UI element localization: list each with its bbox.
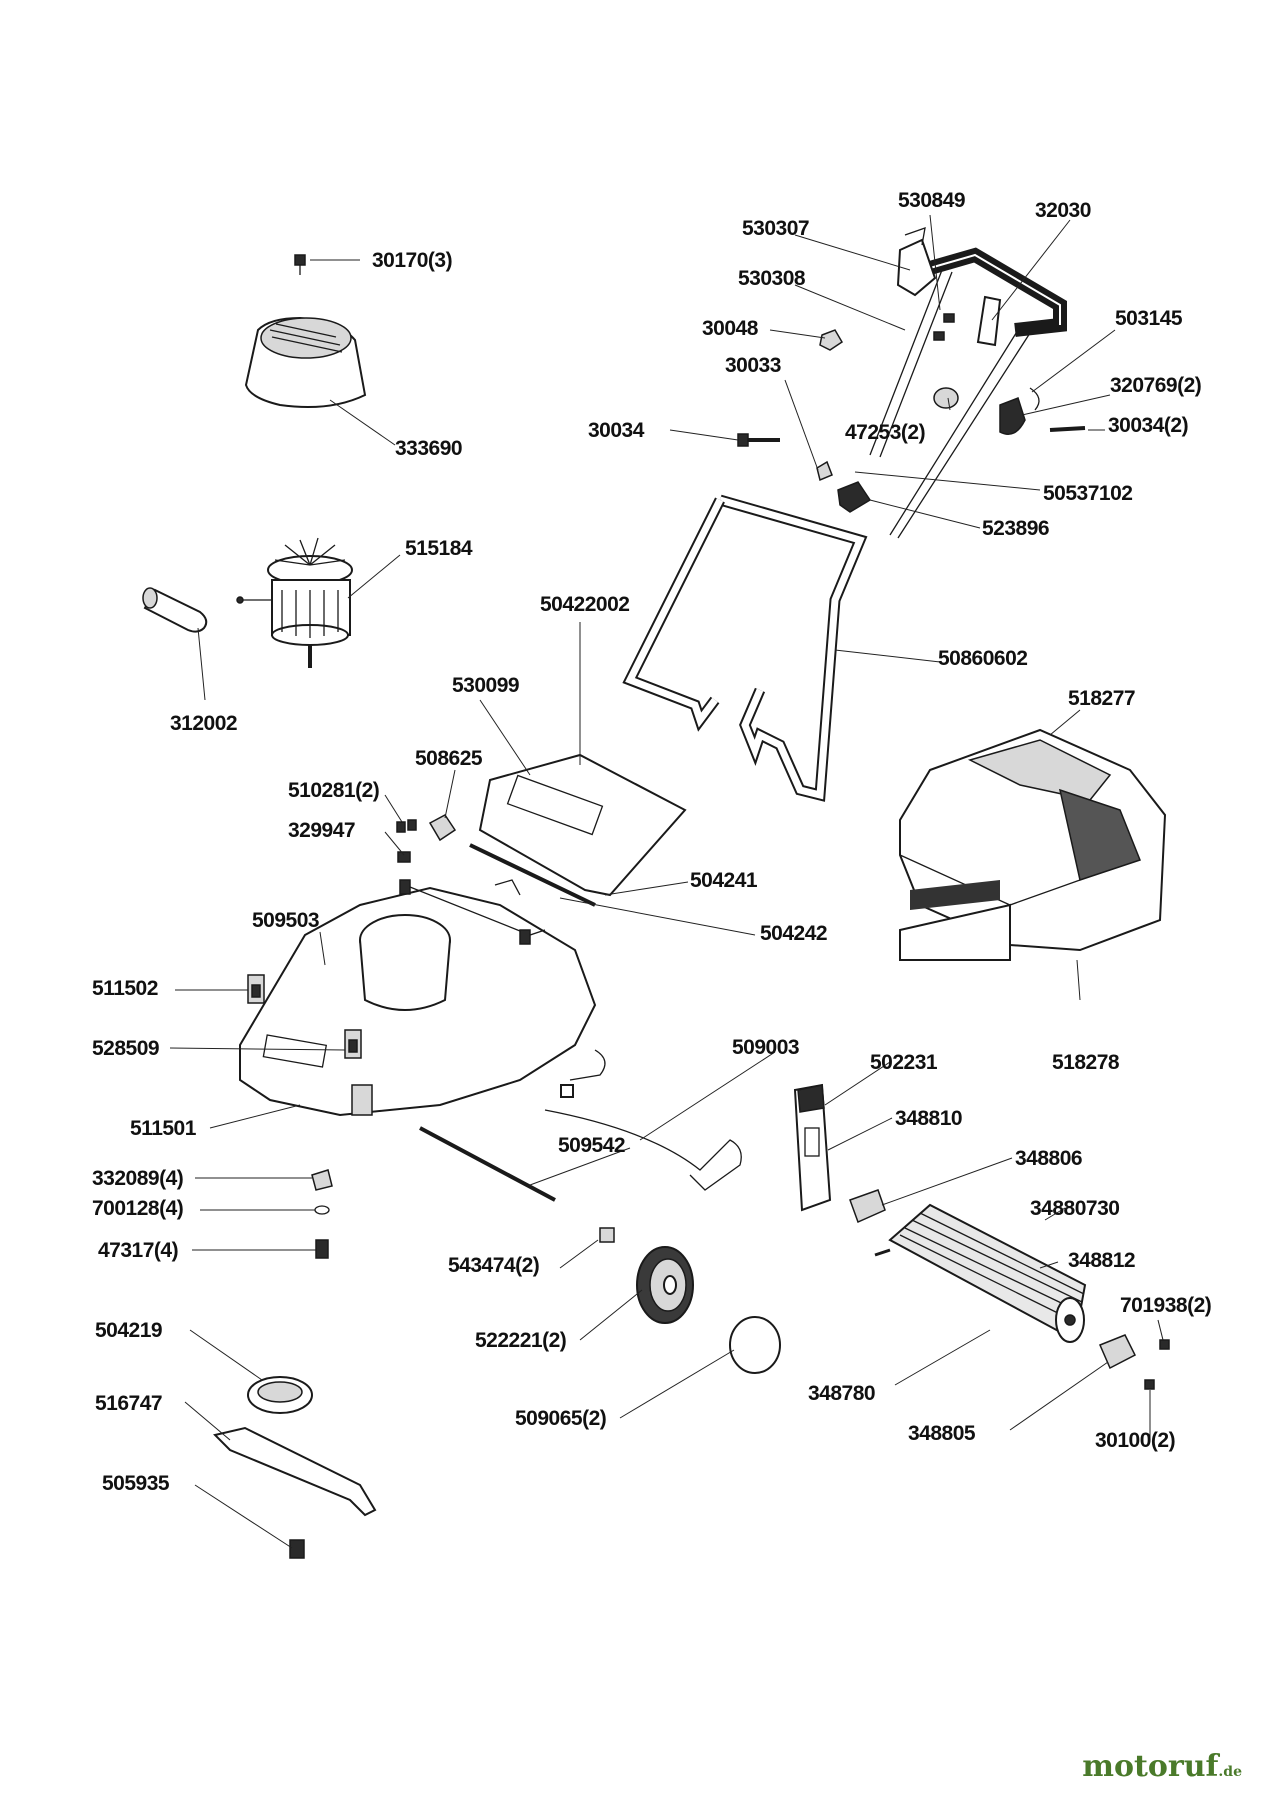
part-label-505935: 505935	[102, 1472, 170, 1495]
part-label-50860602: 50860602	[938, 647, 1028, 670]
part-label-515184: 515184	[405, 537, 473, 560]
part-label-523896: 523896	[982, 517, 1050, 540]
clip-511501	[351, 1084, 373, 1116]
part-label-516747: 516747	[95, 1392, 163, 1415]
part-label-518278: 518278	[1052, 1051, 1120, 1074]
part-label-348812: 348812	[1068, 1249, 1136, 1272]
part-label-543474: 543474(2)	[448, 1254, 540, 1277]
part-label-312002: 312002	[170, 712, 238, 735]
part-label-34880730: 34880730	[1030, 1197, 1120, 1220]
part-label-518277: 518277	[1068, 687, 1136, 710]
part-label-32030: 32030	[1035, 199, 1091, 222]
part-label-30048: 30048	[702, 317, 758, 340]
height-plate-502231	[793, 1083, 832, 1212]
watermark-logo: motoruf.de	[1082, 1749, 1242, 1784]
capacitor-312002	[142, 587, 208, 633]
part-label-509003: 509003	[732, 1036, 800, 1059]
part-label-509503: 509503	[252, 909, 320, 932]
part-label-329947: 329947	[288, 819, 356, 842]
leader-lines	[169, 214, 1164, 1549]
part-label-522221: 522221(2)	[475, 1329, 567, 1352]
part-label-333690: 333690	[395, 437, 463, 460]
motor-cover-333690	[244, 316, 367, 409]
hardware-left-column	[311, 1169, 615, 1259]
screw-30170	[294, 254, 306, 275]
blade-516747	[213, 1426, 377, 1517]
mower-deck-509503	[239, 879, 597, 1117]
part-label-30170: 30170(3)	[372, 249, 453, 272]
part-label-30100: 30100(2)	[1095, 1429, 1176, 1452]
part-label-332089: 332089(4)	[92, 1167, 184, 1190]
part-label-509065: 509065(2)	[515, 1407, 607, 1430]
part-label-47317: 47317(4)	[98, 1239, 179, 1262]
part-label-701938: 701938(2)	[1120, 1294, 1212, 1317]
mounting-bracket-509003	[544, 1049, 742, 1191]
switch-box-530307	[896, 227, 937, 297]
part-label-530849: 530849	[898, 189, 966, 212]
part-label-509542: 509542	[558, 1134, 626, 1157]
blade-bolt-505935	[289, 1539, 305, 1559]
clip-511502	[247, 974, 265, 1004]
part-label-502231: 502231	[870, 1051, 938, 1074]
part-label-504219: 504219	[95, 1319, 163, 1342]
watermark-brand: motoruf	[1082, 1749, 1219, 1784]
bearing-348806	[849, 1189, 886, 1224]
part-label-511501: 511501	[130, 1117, 196, 1140]
part-label-504242: 504242	[760, 922, 828, 945]
wheel-522221	[636, 1246, 694, 1324]
part-label-511502: 511502	[92, 977, 158, 1000]
part-label-320769: 320769(2)	[1110, 374, 1202, 397]
bearing-348805	[1099, 1334, 1170, 1390]
part-label-50422002: 50422002	[540, 593, 630, 616]
part-label-30033: 30033	[725, 354, 781, 377]
watermark-tld: .de	[1218, 1764, 1242, 1780]
lower-handle-50860602	[622, 494, 868, 802]
part-label-530308: 530308	[738, 267, 806, 290]
part-label-348810: 348810	[895, 1107, 963, 1130]
part-label-528509: 528509	[92, 1037, 160, 1060]
part-label-503145: 503145	[1115, 307, 1183, 330]
part-label-700128: 700128(4)	[92, 1197, 184, 1220]
part-label-508625: 508625	[415, 747, 483, 770]
part-label-47253: 47253(2)	[845, 421, 926, 444]
part-label-530307: 530307	[742, 217, 810, 240]
wheel-cap-509065	[729, 1316, 781, 1374]
part-label-348805: 348805	[908, 1422, 976, 1445]
part-label-30034: 30034	[588, 419, 644, 442]
part-label-50537102: 50537102	[1043, 482, 1133, 505]
scarifier-roller-34880730	[874, 1203, 1087, 1343]
motor-515184	[236, 537, 353, 668]
blade-adapter-504219	[247, 1376, 313, 1414]
part-label-348780: 348780	[808, 1382, 876, 1405]
part-label-510281: 510281(2)	[288, 779, 380, 802]
hardware-small-parts	[737, 313, 1086, 513]
upper-handle-32030	[869, 247, 1067, 539]
part-label-504241: 504241	[690, 869, 758, 892]
clip-528509	[344, 1029, 362, 1059]
axle-rod-509542	[419, 1126, 556, 1202]
part-label-30034-2: 30034(2)	[1108, 414, 1189, 437]
part-label-530099: 530099	[452, 674, 520, 697]
grass-box-518277	[899, 728, 1167, 961]
part-label-348806: 348806	[1015, 1147, 1083, 1170]
hinge-parts-508625	[396, 814, 521, 896]
